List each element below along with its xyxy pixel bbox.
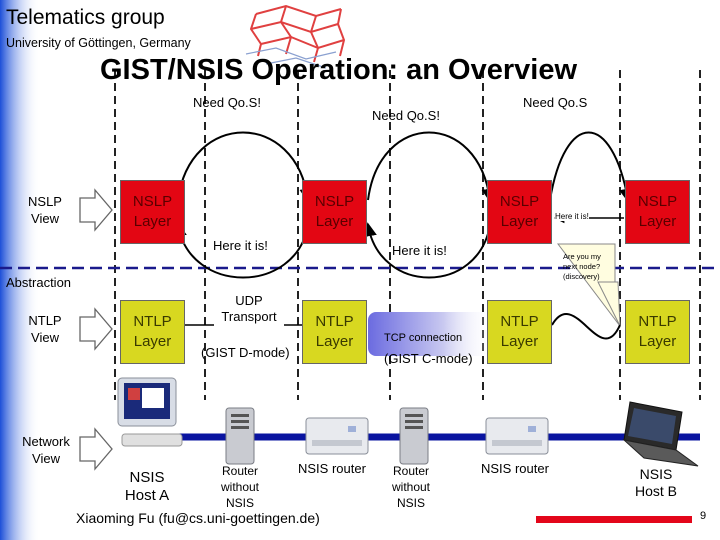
ntlp-layer-box-3: NTLP Layer [487,300,552,364]
nslp-view-arrow [79,188,113,232]
nslp-layer-box-3: NSLP Layer [487,180,552,244]
ntlp-box-3-line-2: Layer [500,333,539,350]
nslp-box-1-line-2: Layer [133,213,172,230]
router-without-nsis-1-label: Router without NSIS [205,463,275,512]
router-without-nsis-2-icon [399,407,429,465]
ntlp-view-line-1: NTLP [28,313,62,328]
arc-here-it-is-1 [173,222,309,279]
router-1-line-3: NSIS [225,496,254,511]
ntlp-box-2-line-2: Layer [315,333,354,350]
nslp-box-4-line-2: Layer [638,213,677,230]
page-title: GIST/NSIS Operation: an Overview [100,54,578,86]
nslp-box-3-line-2: Layer [500,213,539,230]
ntlp-view-arrow [79,307,113,351]
arc-need-qos-1 [177,131,314,203]
nsis-router-1-label: NSIS router [298,461,366,476]
discovery-line-1: Are you my [563,252,601,261]
telematics-logo-icon [245,4,346,69]
arc-here-it-is-2 [363,222,491,279]
discovery-question-label: Are you my next node? (discovery) [563,252,601,282]
nslp-box-2-line-2: Layer [315,213,354,230]
network-view-line-2: View [32,450,60,466]
ntlp-box-3-line-1: NTLP [500,312,539,330]
discovery-pointer [597,281,621,327]
ntlp-box-4-line-2: Layer [638,333,677,350]
router-without-nsis-2-label: Router without NSIS [376,463,446,512]
host-b-label: NSIS Host B [625,466,687,500]
node-dividers [114,70,701,400]
author-footer: Xiaoming Fu (fu@cs.uni-goettingen.de) [76,510,320,526]
university-subtitle: University of Göttingen, Germany [6,36,191,50]
nslp-box-1-line-1: NSLP [132,192,173,210]
ntlp-layer-box-1: NTLP Layer [120,300,185,364]
nslp-box-2-line-1: NSLP [314,192,355,210]
here-it-is-label-1: Here it is! [213,238,268,253]
discovery-line-3: (discovery) [563,272,600,282]
need-qos-label-2: Need Qo.S! [372,108,440,123]
arc-need-qos-2 [367,131,496,203]
group-title: Telematics group [6,6,165,29]
router-1-line-1: Router [221,464,259,478]
here-it-is-label-2: Here it is! [392,243,447,258]
host-b-laptop-icon [622,401,699,467]
host-a-computer-icon [117,377,183,447]
ntlp-box-2-line-1: NTLP [315,312,354,330]
footer-red-bar [536,516,692,523]
page-number: 9 [700,510,707,522]
udp-transport-label: UDP Transport [214,293,284,326]
ntlp-box-4-line-1: NTLP [638,312,677,330]
ntlp-layer-box-2: NTLP Layer [302,300,367,364]
ntlp-layer-box-4: NTLP Layer [625,300,690,364]
host-a-label: NSIS Host A [117,469,177,505]
gist-d-mode-label: (GIST D-mode) [201,345,290,360]
nsis-router-2-icon [485,417,549,455]
nsis-router-2-label: NSIS router [481,461,549,476]
left-gradient-bar [0,0,40,540]
host-b-line-1: NSIS [639,466,673,482]
nslp-box-3-line-1: NSLP [499,192,540,210]
network-view-line-1: Network [22,434,70,449]
discovery-line-2: next node? [563,262,601,272]
host-b-line-2: Host B [634,482,677,499]
arc-discovery [551,313,621,340]
here-it-is-label-small: Here it is! [555,212,589,221]
need-qos-label-3: Need Qo.S [523,95,588,110]
need-qos-label-1: Need Qo.S! [193,95,261,110]
ntlp-view-line-2: View [31,329,59,345]
ntlp-view-label: NTLP View [20,313,70,347]
udp-line-2: Transport [221,309,277,325]
abstraction-label: Abstraction [6,275,72,290]
nslp-layer-box-4: NSLP Layer [625,180,690,244]
nslp-view-line-1: NSLP [28,194,62,209]
network-view-arrow [79,427,113,471]
router-2-line-3: NSIS [396,496,425,511]
udp-line-1: UDP [235,293,263,308]
nslp-view-line-2: View [31,210,59,226]
gist-c-mode-label: (GIST C-mode) [384,351,473,366]
network-view-label: Network View [16,434,76,468]
arc-need-qos-3 [549,131,633,203]
router-2-line-1: Router [392,464,430,478]
nsis-router-1-icon [305,417,369,455]
nslp-box-4-line-1: NSLP [637,192,678,210]
nslp-layer-box-2: NSLP Layer [302,180,367,244]
router-1-line-2: without [220,480,260,495]
host-a-line-2: Host A [124,487,170,504]
nslp-layer-box-1: NSLP Layer [120,180,185,244]
tcp-pipe [368,312,493,356]
ntlp-box-1-line-1: NTLP [133,312,172,330]
nslp-view-label: NSLP View [20,194,70,228]
tcp-connection-label: TCP connection [384,332,463,344]
ntlp-box-1-line-2: Layer [133,333,172,350]
router-without-nsis-1-icon [225,407,255,465]
router-2-line-2: without [391,480,431,495]
host-a-line-1: NSIS [129,469,165,486]
